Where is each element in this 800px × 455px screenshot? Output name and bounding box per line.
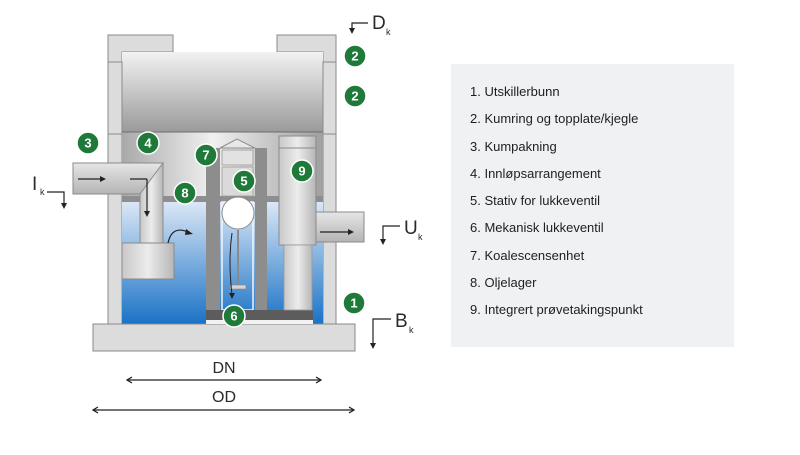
badge-4: 4 <box>136 131 160 155</box>
bottom-level-label: B <box>395 311 408 332</box>
svg-text:k: k <box>40 187 45 197</box>
badge-3: 3 <box>76 131 100 155</box>
badge-circle <box>342 291 366 315</box>
svg-text:k: k <box>418 232 423 242</box>
legend-item: 7. Koalescensenhet <box>470 247 585 263</box>
legend-item: 1. Utskillerbunn <box>470 84 560 99</box>
badge-circle <box>194 143 218 167</box>
badge-circle <box>222 304 246 328</box>
level-marker-outlet: U k <box>380 218 423 245</box>
separator-diagram: I k D k U k B k DN OD 2 2 3 4 7 5 9 8 6 1 <box>32 13 423 414</box>
badge-2a: 2 <box>343 44 367 68</box>
badge-6: 6 <box>222 304 246 328</box>
level-marker-top: D k <box>349 13 391 37</box>
outlet-level-label: U <box>404 218 418 239</box>
badge-circle <box>290 159 314 183</box>
badge-circle <box>343 44 367 68</box>
badge-7: 7 <box>194 143 218 167</box>
legend-item: 6. Mekanisk lukkeventil <box>470 220 604 236</box>
inlet-arrangement <box>72 161 193 280</box>
legend-panel: 1. Utskillerbunn 2. Kumring og topplate/… <box>451 64 734 347</box>
badge-circle <box>343 84 367 108</box>
badge-number: 3 <box>84 136 91 151</box>
badge-circle <box>76 131 100 155</box>
badge-number: 6 <box>230 309 237 324</box>
badge-number: 7 <box>202 148 209 163</box>
badge-9: 9 <box>290 159 314 183</box>
badge-circle <box>232 169 256 193</box>
upper-ring <box>107 34 337 135</box>
svg-text:k: k <box>386 27 391 37</box>
float-ball <box>221 196 255 230</box>
legend-item: 4. Innløpsarrangement <box>470 165 601 181</box>
outlet-pipe <box>315 211 365 243</box>
badge-circle <box>136 131 160 155</box>
inlet-level-label: I <box>32 174 37 195</box>
dimension-dn: DN <box>125 360 323 384</box>
level-marker-inlet: I k <box>32 174 67 209</box>
top-level-label: D <box>372 13 386 34</box>
badge-circle <box>173 181 197 205</box>
badge-number: 8 <box>181 186 188 201</box>
dn-label: DN <box>212 360 235 377</box>
badge-number: 5 <box>240 174 247 189</box>
legend-item: 5. Stativ for lukkeventil <box>470 193 601 209</box>
badge-number: 1 <box>350 296 357 311</box>
badge-number: 2 <box>351 89 358 104</box>
badge-5: 5 <box>232 169 256 193</box>
base-slab <box>92 323 356 352</box>
badge-2b: 2 <box>343 84 367 108</box>
badge-number: 9 <box>298 164 305 179</box>
legend-list: 1. Utskillerbunn 2. Kumring og topplate/… <box>451 64 734 324</box>
legend-item: 2. Kumring og topplate/kjegle <box>470 111 639 127</box>
svg-text:k: k <box>409 325 414 335</box>
badge-1: 1 <box>342 291 366 315</box>
badge-number: 2 <box>351 49 358 64</box>
legend-item: 3. Kumpakning <box>470 138 557 154</box>
legend-item: 8. Oljelager <box>470 275 537 291</box>
legend-item: 9. Integrert prøvetakingspunkt <box>470 302 643 318</box>
badge-8: 8 <box>173 181 197 205</box>
level-marker-bottom: B k <box>370 311 414 349</box>
od-label: OD <box>212 389 236 406</box>
badge-number: 4 <box>144 136 152 151</box>
dimension-od: OD <box>91 389 356 414</box>
callout-badges: 2 2 3 4 7 5 9 8 6 1 <box>76 44 367 328</box>
